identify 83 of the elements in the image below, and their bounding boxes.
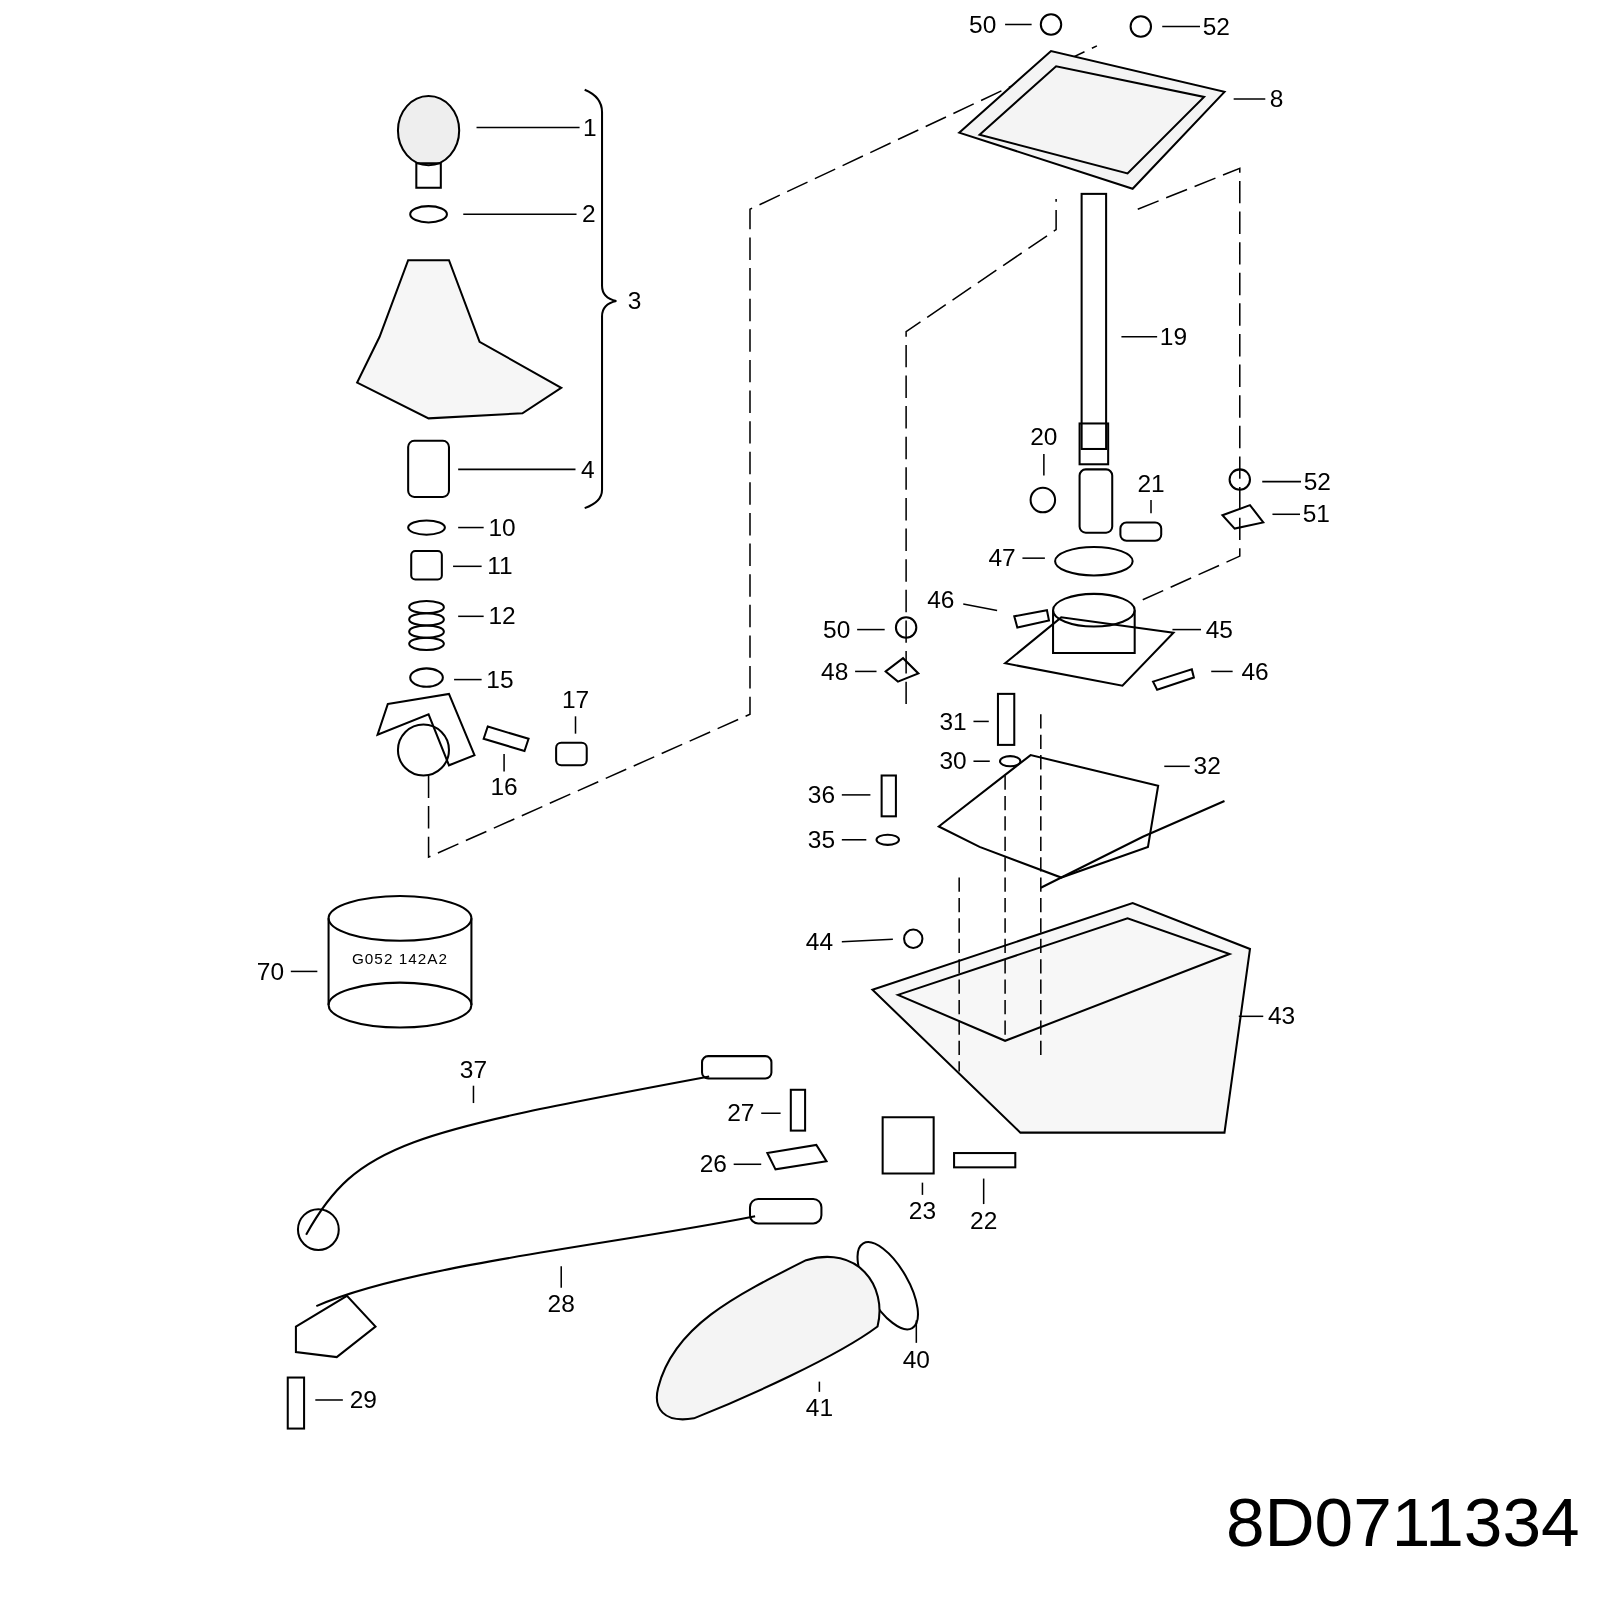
callout-number: 52 [1202,14,1230,39]
callout-number: 19 [1159,324,1188,349]
leader-line [1210,670,1234,673]
callout-number: 21 [1137,471,1165,496]
leader-line [1043,453,1045,477]
leader-line [1232,98,1267,100]
leader-line [1171,628,1202,631]
callout-number: 8 [1269,86,1284,112]
callout-number: 12 [488,604,516,629]
leader-line [574,715,577,735]
leader-line [732,1163,762,1166]
callout-number: 28 [547,1291,575,1317]
callout-number: 50 [823,617,851,642]
leader-line [1150,499,1152,515]
callout-number: 44 [805,929,833,955]
leader-line [452,565,483,568]
leader-line [841,794,872,796]
callout-number: 52 [1303,469,1331,494]
callout-number: 15 [486,667,514,692]
leader-line [1238,1015,1265,1018]
leader-line [1161,25,1201,28]
callout-number: 35 [807,827,836,853]
callout-number: 50 [969,12,997,37]
leader-line [841,839,868,841]
leader-line [457,468,577,471]
leader-line [856,628,886,631]
callout-number: 31 [939,709,967,734]
leader-line [915,1319,918,1344]
leader-line [1271,513,1301,516]
callout-number: 16 [490,774,518,799]
callout-number: 48 [821,659,849,684]
callout-number: 36 [807,782,836,808]
leader-line [962,603,998,612]
callout-number: 1 [583,115,597,140]
callout-number: 45 [1205,617,1233,642]
leader-line [462,213,578,216]
part-number: 8D0711334 [1225,1485,1580,1558]
leader-line [841,938,894,943]
leader-line [1021,557,1046,559]
leader-line [290,970,319,973]
callout-number: 47 [988,545,1016,571]
callout-number: 20 [1030,424,1058,449]
callout-number: 30 [939,748,967,774]
callout-number: 46 [1241,659,1269,684]
leader-line [1120,335,1158,338]
callout-number: 41 [805,1395,833,1421]
leader-line [921,1181,924,1196]
callout-number: 26 [699,1152,727,1177]
leader-line [457,526,485,529]
callout-number: 4 [580,457,595,482]
callout-number: 51 [1302,502,1330,527]
callout-number: 11 [487,554,513,579]
callout-number: 10 [488,515,516,540]
callout-number: 22 [970,1208,998,1233]
leader-line [1163,765,1191,768]
leader-line [560,1265,562,1289]
leader-line [982,1177,985,1205]
leader-line [972,760,991,762]
callout-number: 43 [1268,1004,1296,1029]
leader-line [457,615,485,618]
leader-line [1004,23,1033,26]
callout-number: 23 [908,1198,937,1224]
callout-number: 70 [256,959,285,984]
leader-line [760,1112,782,1115]
leader-line [854,670,878,673]
callout-number: 29 [349,1387,377,1413]
callout-number: 2 [581,202,596,227]
leader-line [453,678,483,681]
callout-number: 27 [727,1101,755,1126]
callout-number: 32 [1193,754,1221,779]
leader-line [472,1084,475,1104]
callout-number: 3 [627,288,642,314]
callout-number: 40 [902,1347,930,1373]
leader-line [503,753,505,773]
leader-line [475,126,581,129]
leader-line [972,720,990,723]
leader-line [1261,480,1302,483]
leader-line [818,1380,821,1393]
part-marking: G052 142A2 [351,951,449,968]
callout-number: 37 [459,1057,488,1082]
leader-line [314,1399,344,1401]
callout-number: 17 [561,687,590,713]
callout-number: 46 [927,587,955,613]
